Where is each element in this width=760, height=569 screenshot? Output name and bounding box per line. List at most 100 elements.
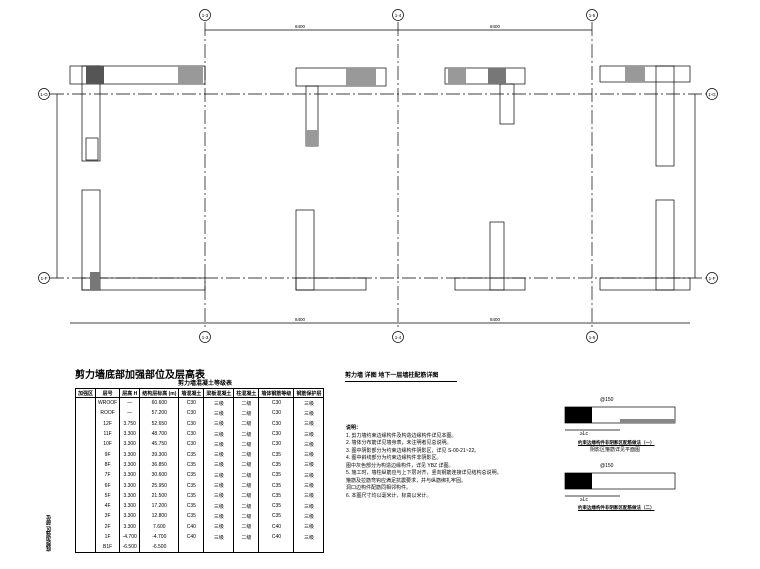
table-cell: 三级 [293,439,325,450]
table-cell: 8F [95,459,121,471]
table-header: 梁板混凝土 [203,388,235,398]
detail-title: 剪力墙 详图 地下一层墙柱配筋详图 [345,370,457,382]
table-cell: C30 [258,418,295,429]
table-cell: 三级 [293,459,325,471]
table-cell: 二级 [233,500,260,512]
table-cell: 9F [95,449,121,460]
table-cell: C35 [178,490,205,501]
table-cell: 三级 [203,521,235,532]
table-cell: 三级 [203,511,235,522]
svg-text:8400: 8400 [490,24,501,29]
table-cell: 三级 [203,500,235,512]
axis-label-1-4: 1-4 [395,13,402,18]
table-cell [74,428,97,440]
table-cell: 三级 [203,459,235,471]
note-item: 3. 图中阴影部分为约束边缘构件阴影区，详见 S-00-21~22。 [346,447,480,454]
table-cell: -4.700 [119,531,141,543]
table-cell: C30 [178,428,205,440]
table-cell [74,470,97,481]
table-cell [233,542,260,554]
table-cell [293,542,325,554]
table-cell: 52.650 [139,418,180,429]
table-cell: 二级 [233,428,260,440]
note-item: 2. 墙体分布筋详见墙身表，未注明者见总说明。 [346,440,452,446]
table-cell: 21.500 [139,490,180,501]
table-cell: 39.300 [139,449,180,460]
table-cell: C35 [178,449,205,460]
table-cell: C35 [178,480,205,491]
table-cell [74,397,97,409]
table-cell: 25.950 [139,480,180,491]
table-cell: C35 [258,480,295,491]
table-header: 层高 H [119,388,141,398]
table-cell: 二级 [233,439,260,450]
table-cell [74,521,97,532]
table-cell: 二级 [233,480,260,491]
axis-label-1-5: 1-5 [589,13,596,18]
note-item: 1. 剪力墙约束边缘构件及构造边缘构件详见本图。 [346,432,457,439]
table-cell: C35 [178,459,205,471]
table-cell [74,459,97,471]
table-cell: 二级 [233,470,260,481]
table-cell: — [119,397,141,409]
svg-text:8400: 8400 [490,317,501,322]
table-cell: 二级 [233,408,260,419]
table-cell: C30 [258,397,295,409]
note-item: 图中灰色部分为构造边缘构件，详见 YBZ 详图。 [346,462,454,469]
table-header: 墙混凝土 [178,388,205,398]
axis-label-1-G: 1-G [40,92,48,97]
svg-text:1-F: 1-F [709,276,716,281]
table-cell: 3.300 [119,500,141,512]
table-cell: 三级 [293,470,325,481]
table-cell [74,511,97,522]
table-cell: 3.300 [119,459,141,471]
table-cell: 三级 [203,449,235,460]
table-cell: 3.300 [119,428,141,440]
table-cell: C35 [258,449,295,460]
table-cell: — [119,408,141,419]
table-cell: 二级 [233,511,260,522]
table-cell: 二级 [233,490,260,501]
section-2-dim: ≥Lc [580,497,589,503]
table-cell: C30 [258,428,295,440]
svg-text:8400: 8400 [295,24,306,29]
section-1-bar: @150 [600,397,614,403]
note-item: 6. 本图尺寸均以毫米计，标高以米计。 [346,492,432,499]
table-cell: 2F [95,521,121,532]
table-cell: 7.600 [139,521,180,532]
table-row: B1F-6.500-6.500 [74,542,325,554]
table-cell [203,542,235,554]
note-item: 4. 图中斜线部分为约束边缘构件非阴影区。 [346,455,442,461]
table-cell: 4F [95,500,121,512]
table-cell: C30 [178,439,205,450]
table-cell [74,542,97,554]
table-cell [74,408,97,419]
table-cell: 3.750 [119,418,141,429]
table-cell [74,418,97,429]
table-cell: 3.300 [119,511,141,522]
table-cell: -4.700 [139,531,180,543]
table-cell: 10F [95,439,121,450]
table-header: 柱混凝土 [233,388,260,398]
side-label: 底部加强区 部位 [46,515,52,552]
table-cell: 三级 [203,470,235,481]
table-cell [178,542,205,554]
table-cell: 30.600 [139,470,180,481]
note-item: 5. 施工时，墙柱纵筋应与上下层对齐，竖向钢筋连接详见结构总说明， [346,470,502,476]
table-cell: 三级 [203,418,235,429]
table-header: 层号 [95,388,121,398]
table-cell: 三级 [203,480,235,491]
table-cell: C35 [178,470,205,481]
section-1-title: 约束边缘构件非阴影区配筋做法（一） [578,440,655,445]
table-cell: 三级 [203,408,235,419]
table-cell: 36.850 [139,459,180,471]
table-cell: 17.200 [139,500,180,512]
table-cell: 三级 [203,490,235,501]
